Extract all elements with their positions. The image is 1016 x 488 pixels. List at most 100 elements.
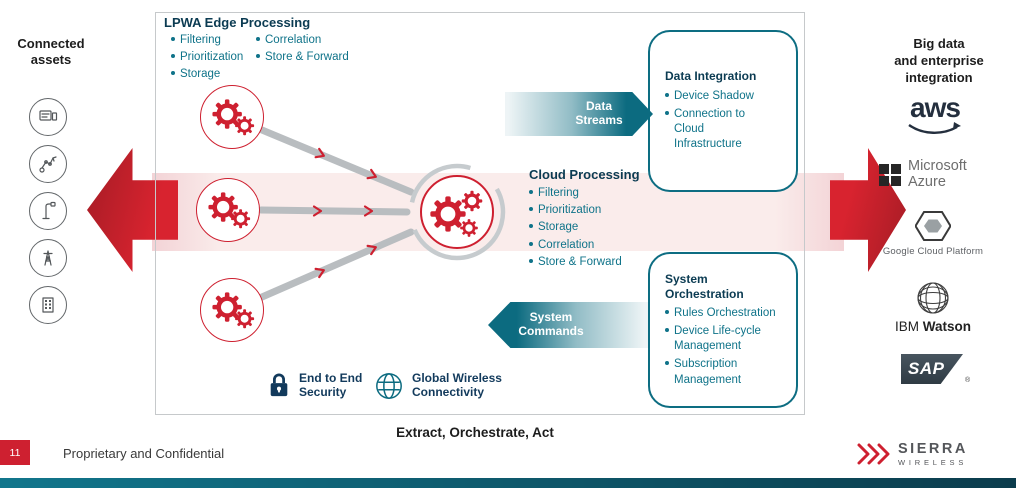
list-item-label: Store & Forward xyxy=(538,255,622,268)
bullet xyxy=(529,258,533,263)
google-cloud-label: Google Cloud Platform xyxy=(882,246,984,257)
brand-name: SIERRA xyxy=(898,441,968,457)
big-data-title-line: Big data xyxy=(913,36,965,51)
edge-gateway-gears-icon xyxy=(200,278,264,342)
list-item-label: Device Life-cycle Management xyxy=(674,325,761,353)
sap-label: SAP xyxy=(908,359,945,378)
bullet xyxy=(256,54,260,59)
list-item-label: Filtering xyxy=(180,34,221,46)
bullet xyxy=(256,37,260,41)
list-item-label: Prioritization xyxy=(538,204,602,217)
list-item-label: Filtering xyxy=(538,187,579,199)
list-item: Correlation xyxy=(256,33,349,48)
global-connectivity-feature: Global Wireless Connectivity xyxy=(374,371,507,401)
street-light-icon xyxy=(29,192,67,230)
edge-processing-list-col1: Filtering Prioritization Storage xyxy=(171,33,243,83)
data-streams-arrow: Data Streams xyxy=(505,92,653,136)
azure-label: Azure xyxy=(908,173,946,190)
ibm-watson-logo: IBM Watson xyxy=(878,280,988,334)
brand-subname: WIRELESS xyxy=(898,457,968,467)
list-item-label: Subscription Management xyxy=(674,358,742,386)
watson-label: Watson xyxy=(922,319,972,334)
system-commands-arrow: System Commands xyxy=(488,302,648,348)
data-integration-title: Data Integration xyxy=(665,69,757,84)
data-integration-panel: Data Integration Device Shadow Connectio… xyxy=(648,30,798,192)
robot-arm-icon xyxy=(29,145,67,183)
sap-registered-mark: ® xyxy=(965,377,971,384)
list-item-label: Connection to Cloud Infrastructure xyxy=(674,108,745,151)
ibm-watson-text: IBM Watson xyxy=(895,319,971,334)
bullet xyxy=(665,328,669,333)
big-data-title-line: and enterprise xyxy=(894,52,984,68)
big-data-title: Big data and enterprise integration xyxy=(872,36,1006,87)
sap-logo: SAP ® xyxy=(901,354,970,384)
list-item-label: Device Shadow xyxy=(674,89,754,102)
list-item-label: Storage xyxy=(180,68,221,81)
edge-processing-title: LPWA Edge Processing xyxy=(164,15,311,30)
bullet xyxy=(529,207,533,212)
bullet xyxy=(529,190,533,194)
list-item: Subscription Management xyxy=(665,357,786,387)
watson-globe-icon xyxy=(917,282,949,314)
aws-smile-icon xyxy=(908,122,961,134)
bullet xyxy=(171,37,175,41)
bullet xyxy=(665,92,669,97)
sierra-wireless-logo: SIERRA WIRELESS xyxy=(856,441,968,467)
ibm-label: IBM xyxy=(894,319,919,334)
smart-meter-icon xyxy=(29,98,67,136)
microsoft-label: Microsoft xyxy=(908,158,967,174)
security-label: End to End Security xyxy=(299,371,363,400)
cloud-processing-title: Cloud Processing xyxy=(529,167,640,182)
list-item-label: Store & Forward xyxy=(265,51,349,64)
system-orchestration-title: System Orchestration xyxy=(665,272,744,301)
edge-gateway-gears-icon xyxy=(196,178,260,242)
microsoft-azure-logo: Microsoft Azure xyxy=(879,158,967,190)
google-cloud-logo: Google Cloud Platform xyxy=(878,210,988,257)
microsoft-squares-icon xyxy=(879,163,901,186)
edge-processing-list-col2: Correlation Store & Forward xyxy=(256,33,349,65)
bullet xyxy=(171,54,175,59)
end-to-end-security-feature: End to End Security xyxy=(267,371,369,400)
list-item: Connection to Cloud Infrastructure xyxy=(665,107,786,153)
cloud-processing-hub-icon xyxy=(402,157,512,267)
bullet xyxy=(665,111,669,116)
list-item: Rules Orchestration xyxy=(665,306,786,321)
list-item: Device Life-cycle Management xyxy=(665,324,786,354)
data-streams-label: Data Streams xyxy=(575,99,623,127)
microsoft-azure-text: Microsoft Azure xyxy=(908,158,967,190)
sierra-wireless-wordmark: SIERRA WIRELESS xyxy=(898,442,968,466)
list-item: Prioritization xyxy=(529,203,622,218)
sap-shape: SAP xyxy=(901,354,963,384)
building-icon xyxy=(29,286,67,324)
connected-assets-icons xyxy=(29,98,67,324)
list-item: Storage xyxy=(529,220,622,235)
list-item-label: Correlation xyxy=(265,34,322,46)
list-item: Store & Forward xyxy=(529,255,622,270)
system-orchestration-panel: System Orchestration Rules Orchestration… xyxy=(648,252,798,408)
list-item: Filtering xyxy=(529,186,622,201)
aws-logo-text: aws xyxy=(910,92,961,123)
list-item: Prioritization xyxy=(171,50,243,65)
list-item: Store & Forward xyxy=(256,50,349,65)
edge-gateway-gears-icon xyxy=(200,85,264,149)
bullet xyxy=(171,71,175,76)
list-item-label: Prioritization xyxy=(180,51,244,64)
lock-icon xyxy=(270,373,288,397)
list-item: Storage xyxy=(171,67,243,82)
list-item-label: Storage xyxy=(538,221,579,234)
cloud-processing-list: Filtering Prioritization Storage Correla… xyxy=(529,186,622,270)
connected-assets-title: Connected assets xyxy=(17,36,85,68)
power-tower-icon xyxy=(29,239,67,277)
list-item-label: Correlation xyxy=(538,238,595,251)
list-item: Filtering xyxy=(171,33,243,48)
connectivity-label: Global Wireless Connectivity xyxy=(412,371,502,400)
slide-caption: Extract, Orchestrate, Act xyxy=(396,425,554,440)
bullet xyxy=(665,309,669,314)
hexagon-icon xyxy=(915,211,951,241)
list-item-label: Rules Orchestration xyxy=(674,306,776,319)
list-item: Correlation xyxy=(529,238,622,253)
sierra-chevrons-icon xyxy=(857,443,890,465)
confidentiality-note: Proprietary and Confidential xyxy=(63,446,225,461)
page-number-badge: 11 xyxy=(0,440,30,465)
